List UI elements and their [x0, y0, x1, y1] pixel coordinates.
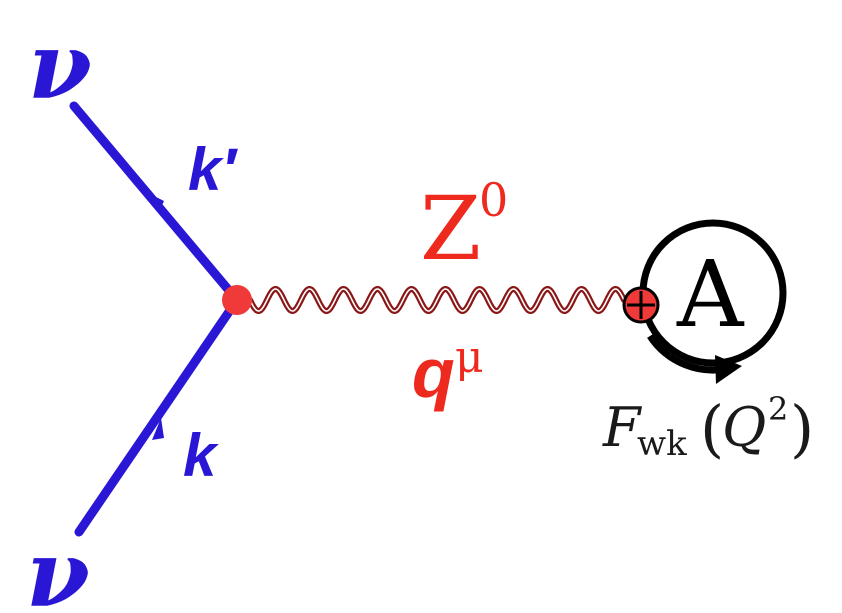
label-momentum-sup: μ — [455, 332, 484, 383]
interaction-vertex — [222, 285, 252, 315]
z-boson-propagator-highlight — [249, 288, 625, 312]
label-nucleus: A — [676, 241, 745, 348]
label-form-factor-sup: 2 — [768, 390, 788, 428]
label-form-factor: F wk ( Q 2 ) — [602, 390, 814, 465]
rotation-arrowhead — [715, 355, 742, 384]
incoming-neutrino-line — [74, 295, 242, 537]
label-boson-symbol: Z — [420, 177, 481, 280]
label-form-factor-open: ( — [700, 392, 724, 465]
label-momentum: q μ — [412, 332, 484, 412]
label-boson: Z 0 — [420, 173, 508, 280]
label-form-factor-Q: Q — [722, 396, 766, 459]
label-k: k — [183, 422, 219, 489]
label-form-factor-close: ) — [790, 392, 814, 465]
label-form-factor-sub: wk — [637, 424, 687, 464]
label-k-prime: k′ — [188, 136, 238, 203]
outgoing-neutrino-arrow — [148, 193, 164, 210]
label-nu-top: ν — [28, 12, 92, 120]
label-momentum-symbol: q — [412, 334, 455, 412]
label-boson-sup: 0 — [479, 173, 508, 227]
label-nu-bottom: ν — [26, 520, 90, 613]
incoming-neutrino-arrow — [152, 418, 164, 440]
label-form-factor-F: F — [602, 396, 643, 459]
